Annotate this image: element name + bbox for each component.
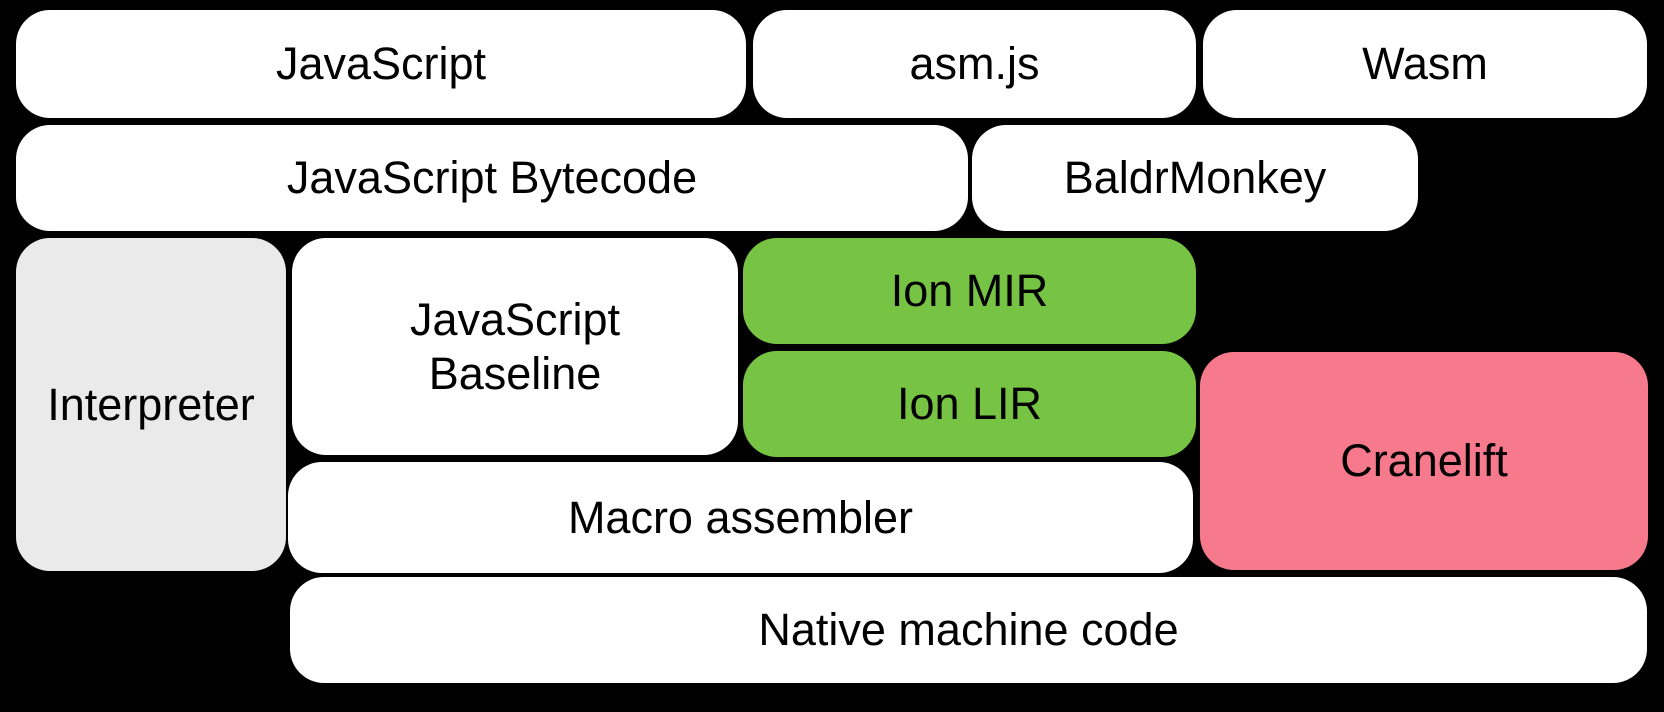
- box-label: BaldrMonkey: [1063, 152, 1327, 203]
- box-wasm: Wasm: [1203, 10, 1647, 118]
- box-label: Wasm: [1362, 38, 1488, 89]
- box-label: Native machine code: [758, 604, 1179, 655]
- box-ion-lir: Ion LIR: [743, 351, 1196, 457]
- box-label: JavaScript Baseline: [409, 293, 621, 399]
- box-label: Macro assembler: [567, 491, 914, 543]
- box-label: JavaScript Bytecode: [286, 152, 698, 203]
- box-native-machine-code: Native machine code: [290, 577, 1647, 683]
- box-cranelift: Cranelift: [1200, 352, 1648, 570]
- box-label: Cranelift: [1340, 435, 1508, 486]
- box-asmjs: asm.js: [753, 10, 1196, 118]
- box-label: Ion MIR: [890, 265, 1049, 316]
- box-baldrmonkey: BaldrMonkey: [972, 125, 1418, 231]
- box-interpreter: Interpreter: [16, 238, 286, 571]
- box-javascript: JavaScript: [16, 10, 746, 118]
- box-ion-mir: Ion MIR: [743, 238, 1196, 344]
- box-javascript-bytecode: JavaScript Bytecode: [16, 125, 968, 231]
- box-label: asm.js: [909, 38, 1040, 89]
- box-label: JavaScript: [275, 38, 487, 89]
- box-label: Ion LIR: [896, 378, 1043, 429]
- box-javascript-baseline: JavaScript Baseline: [292, 238, 738, 455]
- box-label: Interpreter: [47, 378, 255, 430]
- box-macro-assembler: Macro assembler: [288, 462, 1193, 573]
